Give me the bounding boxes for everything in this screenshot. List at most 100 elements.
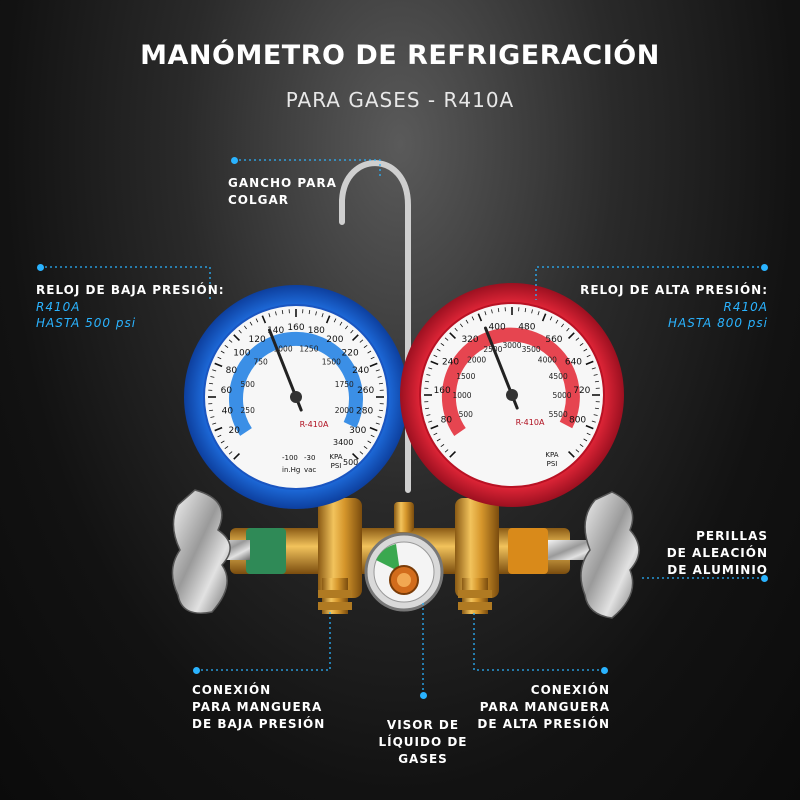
high-gauge-tick xyxy=(497,308,500,313)
low-gauge-range: HASTA 500 psi xyxy=(36,316,137,330)
low-gauge-kpa-label: 1750 xyxy=(335,380,354,389)
high-gauge-tick xyxy=(593,374,598,376)
left-knob xyxy=(171,489,231,614)
low-gauge-tick xyxy=(220,440,225,444)
high-gauge-kpa-label: 2000 xyxy=(467,356,486,365)
high-gauge-tick xyxy=(449,332,456,339)
low-gauge-tick xyxy=(370,356,375,360)
high-gauge-kpa-label: 3000 xyxy=(502,341,521,350)
high-gauge-tick xyxy=(484,311,487,316)
low-hose-label-line: DE BAJA PRESIÓN xyxy=(192,717,326,731)
high-gauge-tick xyxy=(594,380,599,383)
high-gauge-psi-label: 640 xyxy=(565,357,582,367)
low-gauge-kpa-label: 750 xyxy=(253,358,268,367)
low-gauge-tick xyxy=(224,446,229,450)
low-gauge-vacuum-label: -30 xyxy=(304,454,315,462)
low-gauge-tick xyxy=(261,315,267,324)
low-gauge-psi-label: 100 xyxy=(233,349,250,359)
low-gauge-tick xyxy=(339,321,343,326)
high-gauge-unit-label: KPA xyxy=(545,451,558,459)
low-hose-label-line: PARA MANGUERA xyxy=(192,700,323,714)
high-gauge-tick xyxy=(591,367,596,370)
low-gauge-tick xyxy=(321,313,324,318)
high-gauge-refrigerant: R410A xyxy=(723,300,768,314)
high-hose-label-line: DE ALTA PRESIÓN xyxy=(477,717,610,731)
page-title: MANÓMETRO DE REFRIGERACIÓN xyxy=(140,40,660,71)
high-gauge-tick xyxy=(444,337,449,341)
high-gauge-tick xyxy=(593,414,598,416)
low-gauge-tick xyxy=(209,382,214,385)
sight-glass-label-line: LÍQUIDO DE xyxy=(378,735,468,749)
low-gauge-psi-label: 80 xyxy=(226,366,238,376)
high-gauge-tick xyxy=(433,354,438,358)
high-gauge-tick xyxy=(454,327,458,332)
high-gauge-tick xyxy=(531,309,533,314)
high-gauge-psi-label: 400 xyxy=(489,323,506,333)
low-gauge-tick xyxy=(359,339,364,343)
sight-glass-label: VISOR DE LÍQUIDO DE GASES xyxy=(358,717,488,768)
low-gauge-tick xyxy=(375,422,380,425)
high-gauge-tick xyxy=(524,308,527,313)
low-gauge-tick xyxy=(255,318,259,323)
high-gauge-tick xyxy=(555,319,559,324)
low-gauge-tick xyxy=(243,325,247,330)
low-gauge-vacuum-label: -100 xyxy=(282,454,298,462)
low-gauge-temp-band xyxy=(229,331,363,436)
high-gauge-tick xyxy=(537,311,540,316)
knobs-label-line: DE ALUMINIO xyxy=(667,563,768,577)
low-gauge-vacuum-label: vac xyxy=(304,466,316,474)
low-gauge-tick xyxy=(214,362,223,368)
low-gauge-max-psi: 500 xyxy=(343,458,358,467)
high-gauge-tick xyxy=(541,313,547,322)
low-gauge-label: RELOJ DE BAJA PRESIÓN: R410A HASTA 500 p… xyxy=(36,282,225,331)
high-gauge-tick xyxy=(465,319,469,324)
high-gauge-label-line: RELOJ DE ALTA PRESIÓN: xyxy=(580,283,768,297)
low-hose-label-line: CONEXIÓN xyxy=(192,683,272,697)
low-gauge-kpa-label: 500 xyxy=(241,380,256,389)
high-gauge-tick xyxy=(579,444,584,448)
right-knob xyxy=(580,491,640,619)
low-gauge-tick xyxy=(220,350,225,354)
high-gauge-psi-label: 480 xyxy=(518,323,535,333)
low-gauge-tick xyxy=(233,453,240,460)
high-gauge-tick xyxy=(594,407,599,410)
low-gauge-tick xyxy=(369,426,378,432)
low-gauge-tick xyxy=(217,434,222,438)
low-gauge-tick xyxy=(212,422,217,425)
high-gauge-kpa-label: 5000 xyxy=(552,391,571,400)
high-gauge-kpa-label: 5500 xyxy=(549,410,568,419)
low-gauge-tick xyxy=(377,416,382,418)
high-gauge-tick xyxy=(428,420,433,423)
low-gauge-tick xyxy=(238,329,242,334)
high-gauge-psi-label: 560 xyxy=(545,335,562,345)
low-gauge-tick xyxy=(363,446,368,450)
low-gauge-kpa-label: 1500 xyxy=(322,358,341,367)
low-gauge-tick xyxy=(249,321,253,326)
low-gauge-tick xyxy=(345,325,349,330)
hook-label-line: COLGAR xyxy=(228,193,290,207)
low-gauge-tick xyxy=(224,344,229,348)
high-gauge-tick xyxy=(561,323,565,328)
high-gauge-temp-band xyxy=(441,327,580,436)
sight-glass-callout-dot xyxy=(420,692,427,699)
low-gauge-tick xyxy=(375,369,380,372)
low-gauge-kpa-label: 1000 xyxy=(274,345,293,354)
low-gauge-tick xyxy=(370,434,375,438)
high-gauge-tick xyxy=(426,374,431,376)
high-gauge-psi-label: 80 xyxy=(441,415,453,425)
high-gauge-kpa-label: 1500 xyxy=(456,372,475,381)
knobs-label-line: DE ALEACIÓN xyxy=(666,546,768,560)
high-gauge-tick xyxy=(440,342,445,346)
low-gauge-tick xyxy=(275,311,277,316)
callout-lines xyxy=(40,159,764,695)
high-hose-label-line: CONEXIÓN xyxy=(530,683,610,697)
high-gauge-tick xyxy=(568,451,575,458)
low-gauge-label-line: RELOJ DE BAJA PRESIÓN: xyxy=(36,283,225,297)
low-gauge-tick xyxy=(217,356,222,360)
low-gauge-tick xyxy=(228,339,233,343)
high-gauge-tick xyxy=(566,327,570,332)
low-gauge-tick xyxy=(369,362,378,368)
high-gauge-range: HASTA 800 psi xyxy=(667,316,768,330)
